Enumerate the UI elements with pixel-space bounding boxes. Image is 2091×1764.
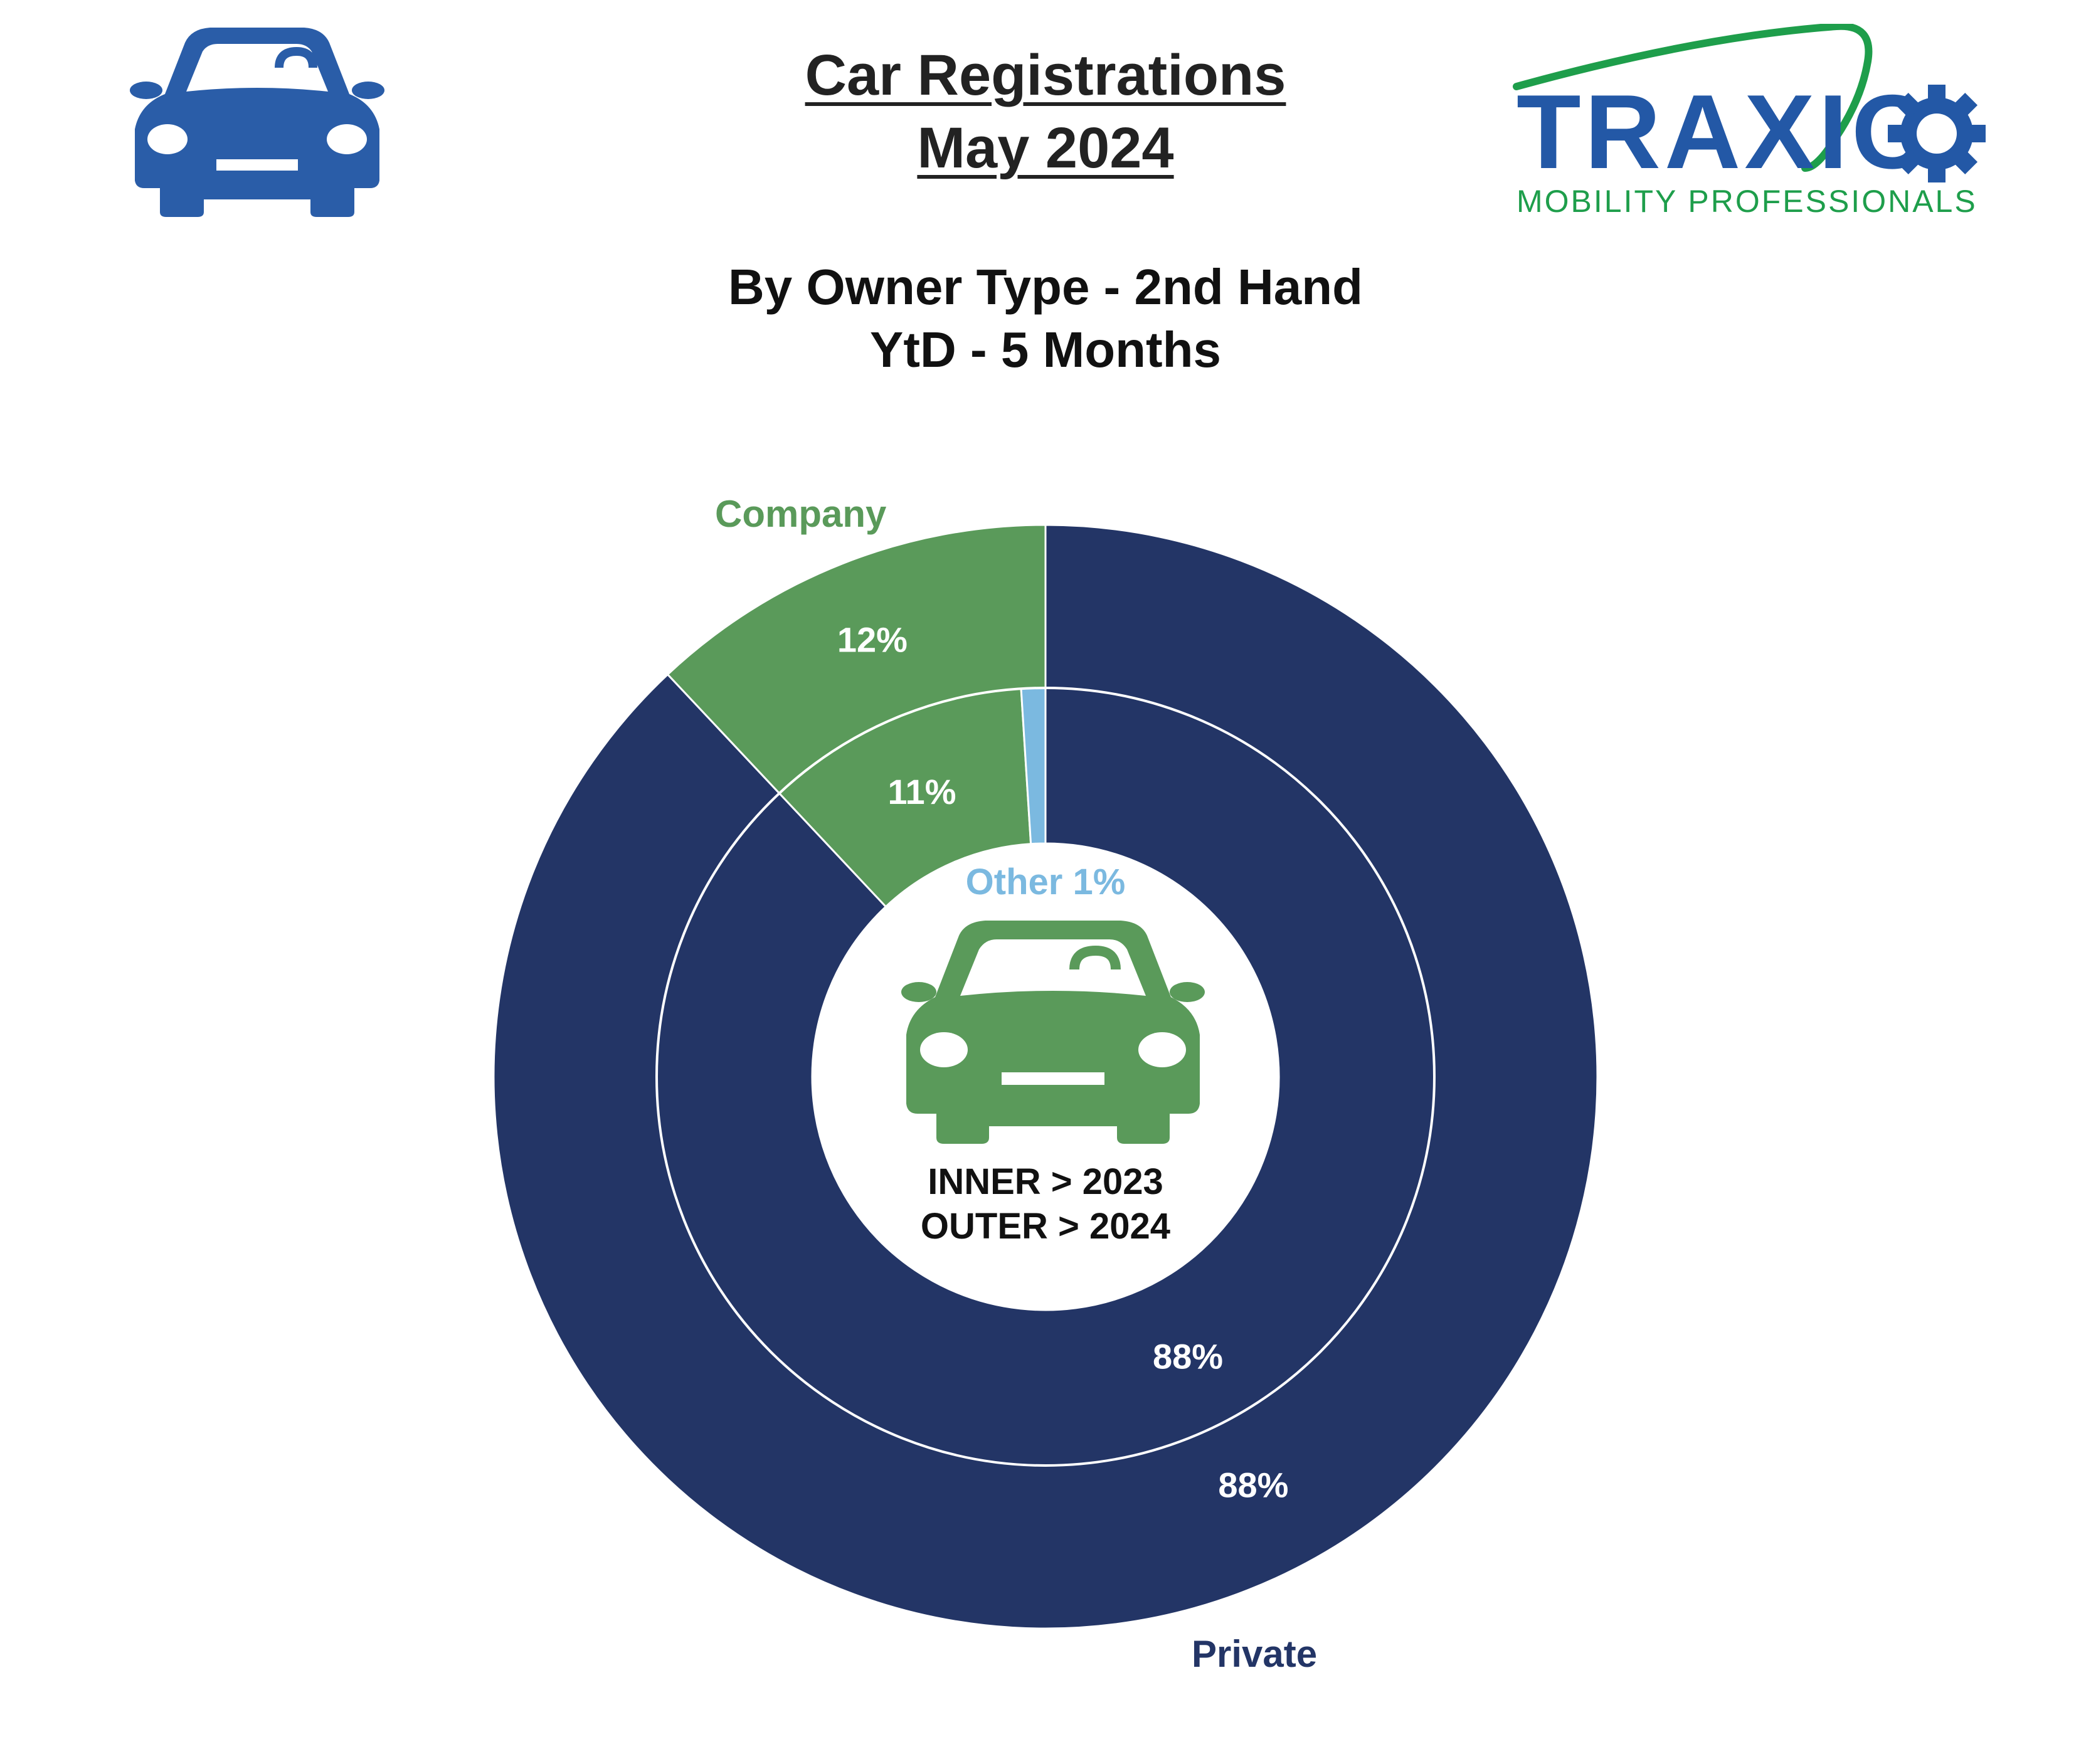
- subtitle-line-1: By Owner Type - 2nd Hand: [728, 259, 1363, 315]
- center-label-inner: INNER > 2023: [928, 1161, 1163, 1202]
- ring-divider: [655, 687, 1436, 1467]
- category-label-other: Other 1%: [966, 862, 1126, 902]
- car-icon: [130, 28, 384, 217]
- traxio-logo: TRAXIO MOBILITY PROFESSIONALS: [1513, 24, 1986, 218]
- gear-icon: [1888, 85, 1986, 182]
- center-label-outer: OUTER > 2024: [921, 1206, 1170, 1247]
- subtitle-line-2: YtD - 5 Months: [870, 322, 1221, 378]
- data-label-inner-company: 11%: [888, 772, 956, 811]
- page-title: Car Registrations May 2024: [638, 39, 1453, 184]
- car-icon: [901, 921, 1205, 1144]
- logo-swoosh: [1513, 24, 1873, 172]
- data-label-outer-private: 88%: [1218, 1465, 1288, 1504]
- logo-text: TRAXIO: [1517, 73, 1937, 191]
- chart-subtitle: By Owner Type - 2nd Hand YtD - 5 Months: [575, 256, 1516, 381]
- logo-tagline: MOBILITY PROFESSIONALS: [1517, 184, 1977, 218]
- title-line-2: May 2024: [917, 116, 1174, 180]
- data-label-inner-private: 88%: [1153, 1337, 1223, 1376]
- category-label-private: Private: [1192, 1633, 1317, 1675]
- title-line-1: Car Registrations: [805, 43, 1286, 107]
- data-label-outer-company: 12%: [837, 620, 908, 660]
- category-label-company: Company: [715, 493, 887, 535]
